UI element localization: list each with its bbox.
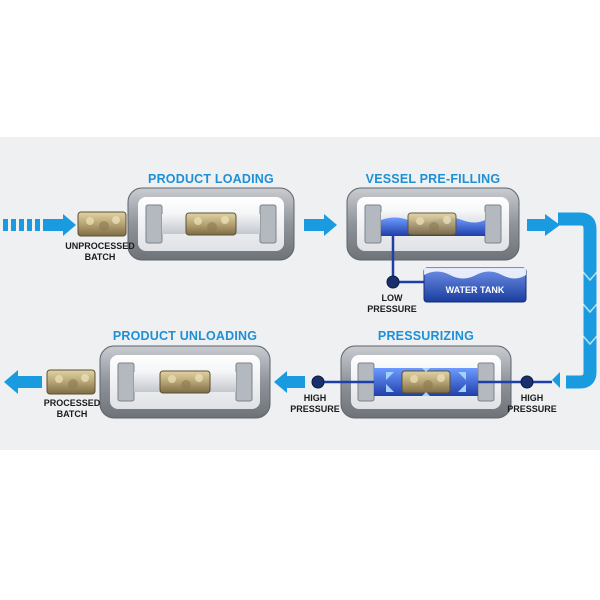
batch-icon [46,369,96,395]
return-pipe [527,212,598,389]
low-pressure-label: LOW PRESSURE [367,293,417,314]
flow-arrow-icon [3,214,76,236]
water-tank [423,267,527,303]
processed-batch-label: PROCESSED BATCH [43,398,101,419]
flow-arrow-icon [304,214,337,236]
flow-arrow-icon [4,370,42,394]
batch-icon [77,211,127,237]
high-pressure-label-left: HIGH PRESSURE [290,393,340,414]
high-pressure-label-right: HIGH PRESSURE [507,393,557,414]
vessel-prefilling [346,187,520,261]
pressure-arrow-icon [386,368,466,396]
stage-title-prefilling: VESSEL PRE-FILLING [365,172,501,186]
valve-icon [311,375,325,389]
valve-icon [386,275,400,289]
water-tank-label: WATER TANK [445,285,505,295]
vessel-unloading [99,345,271,419]
flow-arrow-icon [274,371,305,393]
vessel-loading [127,187,295,261]
unprocessed-batch-label: UNPROCESSED BATCH [65,241,135,262]
stage-title-loading: PRODUCT LOADING [148,172,274,186]
valve-icon [520,375,534,389]
stage-title-pressurizing: PRESSURIZING [377,329,475,343]
stage-title-unloading: PRODUCT UNLOADING [112,329,258,343]
